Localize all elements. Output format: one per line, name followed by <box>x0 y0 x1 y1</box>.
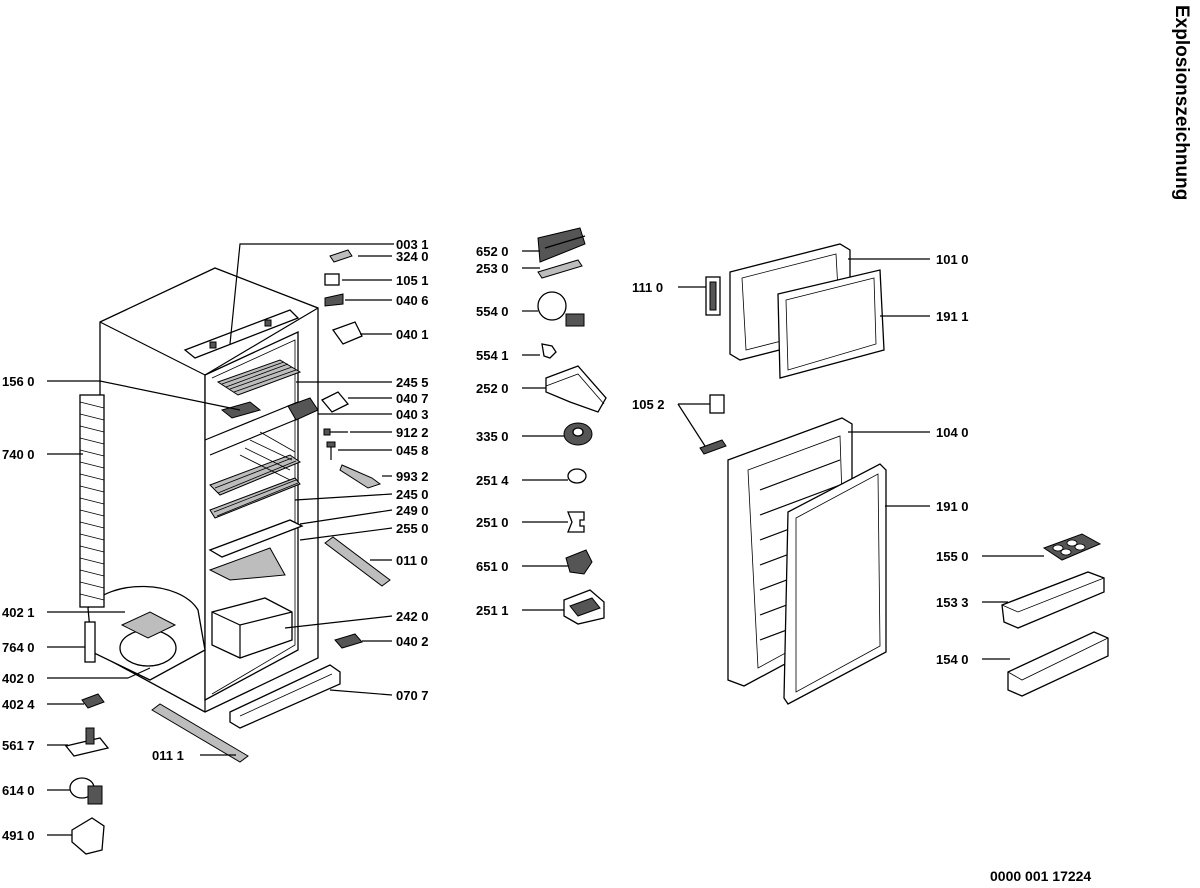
part-764-0 <box>84 621 96 663</box>
label-1010: 101 0 <box>936 252 969 267</box>
label-2450: 245 0 <box>396 487 429 502</box>
condenser-coil <box>79 394 105 608</box>
label-2514: 251 4 <box>476 473 509 488</box>
part-651-0 <box>565 549 593 575</box>
label-1533: 153 3 <box>936 595 969 610</box>
label-6510: 651 0 <box>476 559 509 574</box>
label-1550: 155 0 <box>936 549 969 564</box>
label-3240: 324 0 <box>396 249 429 264</box>
label-9122: 912 2 <box>396 425 429 440</box>
label-1051: 105 1 <box>396 273 429 288</box>
part-993-2 <box>339 464 382 489</box>
part-253-0 <box>537 259 583 279</box>
part-070-7 <box>229 664 341 729</box>
leader-lines <box>47 243 1044 836</box>
label-1560: 156 0 <box>2 374 35 389</box>
label-1911: 191 1 <box>936 309 969 324</box>
label-2455: 245 5 <box>396 375 429 390</box>
label-7400: 740 0 <box>2 447 35 462</box>
part-155-0 <box>1042 533 1102 561</box>
part-040-1 <box>331 321 363 345</box>
part-011-1 <box>151 703 249 763</box>
label-0403: 040 3 <box>396 407 429 422</box>
part-652-0 <box>537 227 586 263</box>
label-2490: 249 0 <box>396 503 429 518</box>
label-0407: 040 7 <box>396 391 429 406</box>
label-7640: 764 0 <box>2 640 35 655</box>
label-2550: 255 0 <box>396 521 429 536</box>
label-0110: 011 0 <box>396 553 428 568</box>
part-554-1 <box>541 343 557 359</box>
part-105-1 <box>324 273 340 286</box>
part-040-7 <box>320 391 350 413</box>
diagram-title: Explosionszeichnung <box>1171 5 1192 200</box>
label-5540: 554 0 <box>476 304 509 319</box>
label-0707: 070 7 <box>396 688 429 703</box>
part-251-0 <box>567 511 585 533</box>
label-4024: 402 4 <box>2 697 35 712</box>
label-4910: 491 0 <box>2 828 35 843</box>
part-011-0 <box>324 536 391 587</box>
fridge-cabinet <box>87 267 319 713</box>
part-154-0 <box>1007 631 1109 697</box>
part-040-6 <box>324 293 344 307</box>
label-6140: 614 0 <box>2 783 35 798</box>
label-5541: 554 1 <box>476 348 509 363</box>
document-number: 0000 001 17224 <box>990 868 1091 883</box>
label-0458: 045 8 <box>396 443 429 458</box>
label-0031: 003 1 <box>396 237 429 252</box>
part-040-2 <box>334 633 363 649</box>
label-4020: 402 0 <box>2 671 35 686</box>
label-3350: 335 0 <box>476 429 509 444</box>
part-105-2 <box>709 394 725 414</box>
part-252-0 <box>545 365 607 413</box>
label-1540: 154 0 <box>936 652 969 667</box>
label-2510: 251 0 <box>476 515 509 530</box>
label-2520: 252 0 <box>476 381 509 396</box>
label-2420: 242 0 <box>396 609 429 624</box>
part-554-0 <box>537 291 567 321</box>
label-6520: 652 0 <box>476 244 509 259</box>
label-5617: 561 7 <box>2 738 35 753</box>
part-labels: 003 1 324 0 105 1 040 6 040 1 156 0 740 … <box>2 237 969 843</box>
label-1910: 191 0 <box>936 499 969 514</box>
middle-parts <box>537 227 607 625</box>
label-1052: 105 2 <box>632 397 665 412</box>
label-1040: 104 0 <box>936 425 969 440</box>
freezer-door <box>705 243 885 379</box>
part-491-0 <box>71 817 105 855</box>
label-4021: 402 1 <box>2 605 35 620</box>
part-324-0 <box>329 249 353 263</box>
label-0111: 011 1 <box>152 748 184 763</box>
label-2530: 253 0 <box>476 261 509 276</box>
label-1110: 111 0 <box>632 280 663 295</box>
label-0402: 040 2 <box>396 634 429 649</box>
label-0401: 040 1 <box>396 327 429 342</box>
part-402-4 <box>81 693 105 709</box>
label-9932: 993 2 <box>396 469 429 484</box>
fridge-door <box>699 394 887 705</box>
part-153-3 <box>1001 571 1105 629</box>
part-251-4 <box>567 468 587 484</box>
label-0406: 040 6 <box>396 293 429 308</box>
label-2511: 251 1 <box>476 603 509 618</box>
